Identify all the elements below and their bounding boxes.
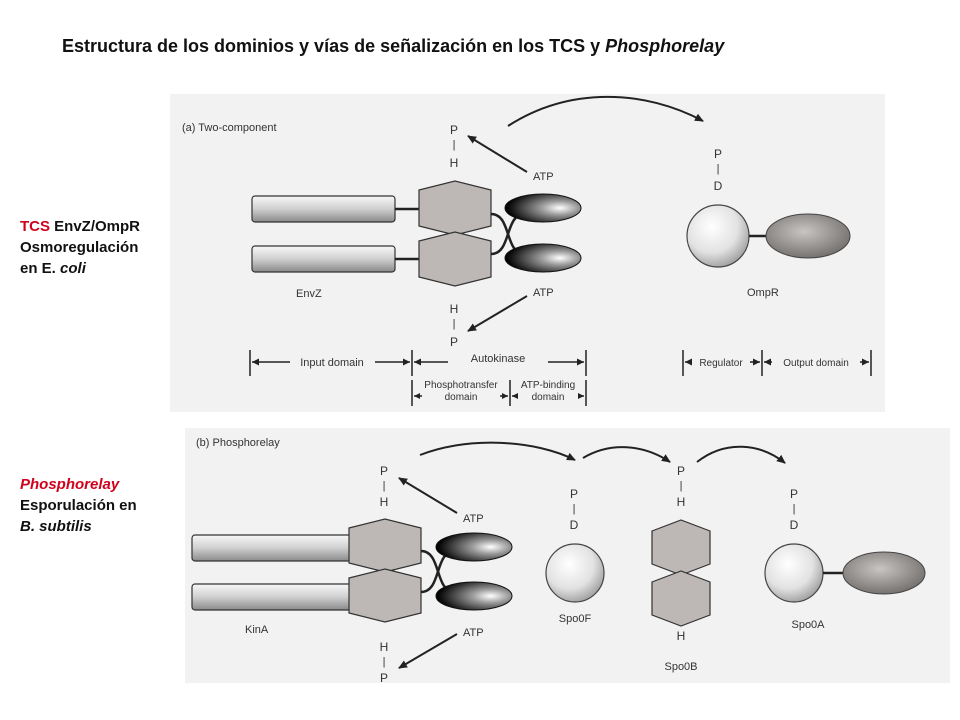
envz-atp-binding-bottom	[504, 243, 582, 273]
label-spo0a: Spo0A	[791, 619, 825, 631]
kina-hexagon-bottom	[348, 568, 422, 623]
label-autokinase: Autokinase	[471, 353, 525, 365]
label-regulator: Regulator	[699, 358, 743, 369]
panel-a-label: (a) Two-component	[182, 122, 277, 134]
page-title: Estructura de los dominios y vías de señ…	[62, 36, 725, 56]
svg-text:ATP: ATP	[533, 171, 554, 183]
svg-text:|: |	[383, 656, 386, 668]
spo0b-hexagon-bottom	[651, 570, 711, 627]
svg-text:domain: domain	[532, 392, 565, 403]
svg-text:|: |	[680, 480, 683, 492]
kina-input-bar-top	[191, 534, 357, 562]
caption-phosphorelay-red: Phosphorelay	[20, 476, 120, 493]
svg-text:H: H	[677, 629, 686, 643]
svg-text:P: P	[380, 464, 388, 478]
caption-phosphorelay: Phosphorelay Esporulación en B. subtilis	[20, 476, 137, 535]
svg-text:D: D	[714, 179, 723, 193]
svg-text:|: |	[793, 503, 796, 515]
svg-text:H: H	[450, 302, 459, 316]
caption-tcs: TCS EnvZ/OmpR Osmoregulación en E. coli	[20, 218, 141, 277]
svg-text:|: |	[453, 139, 456, 151]
svg-text:H: H	[677, 495, 686, 509]
label-ompr: OmpR	[747, 287, 779, 299]
envz-atp-binding-top	[504, 193, 582, 223]
svg-text:|: |	[383, 480, 386, 492]
label-envz: EnvZ	[296, 288, 322, 300]
svg-text:domain: domain	[445, 392, 478, 403]
envz-hexagon-bottom	[418, 231, 492, 287]
label-spo0f: Spo0F	[559, 613, 592, 625]
svg-text:ATP: ATP	[533, 287, 554, 299]
spo0f-sphere	[545, 543, 605, 603]
svg-text:P: P	[380, 671, 388, 685]
kina-atp-binding-bottom	[435, 581, 513, 611]
panel-b-label: (b) Phosphorelay	[196, 437, 280, 449]
svg-text:P: P	[677, 464, 685, 478]
label-kina: KinA	[245, 624, 269, 636]
svg-text:P: P	[790, 487, 798, 501]
svg-text:D: D	[570, 518, 579, 532]
svg-text:H: H	[380, 640, 389, 654]
label-spo0b: Spo0B	[664, 661, 697, 673]
kina-input-bar-bottom	[191, 583, 357, 611]
spo0a-output-ellipse	[842, 551, 926, 595]
label-input-domain: Input domain	[300, 357, 364, 369]
spo0b-hexagon-top	[651, 519, 711, 576]
svg-text:|: |	[717, 163, 720, 175]
envz-hexagon-top	[418, 180, 492, 236]
svg-text:H: H	[380, 495, 389, 509]
svg-text:Phosphotransfer: Phosphotransfer	[424, 380, 498, 391]
ompr-regulator-sphere	[686, 204, 750, 268]
svg-text:P: P	[714, 147, 722, 161]
envz-input-bar-bottom	[251, 245, 396, 273]
svg-text:ATP: ATP	[463, 627, 484, 639]
caption-tcs-red: TCS	[20, 218, 50, 235]
svg-text:ATP: ATP	[463, 513, 484, 525]
svg-text:|: |	[573, 503, 576, 515]
envz-input-bar-top	[251, 195, 396, 223]
svg-text:P: P	[570, 487, 578, 501]
spo0a-regulator-sphere	[764, 543, 824, 603]
kina-hexagon-top	[348, 518, 422, 573]
label-output-domain: Output domain	[783, 358, 849, 369]
svg-text:D: D	[790, 518, 799, 532]
svg-text:H: H	[450, 156, 459, 170]
svg-text:ATP-binding: ATP-binding	[521, 380, 575, 391]
svg-text:P: P	[450, 335, 458, 349]
ompr-output-ellipse	[765, 213, 851, 259]
kina-atp-binding-top	[435, 532, 513, 562]
svg-text:|: |	[453, 318, 456, 330]
svg-text:P: P	[450, 123, 458, 137]
